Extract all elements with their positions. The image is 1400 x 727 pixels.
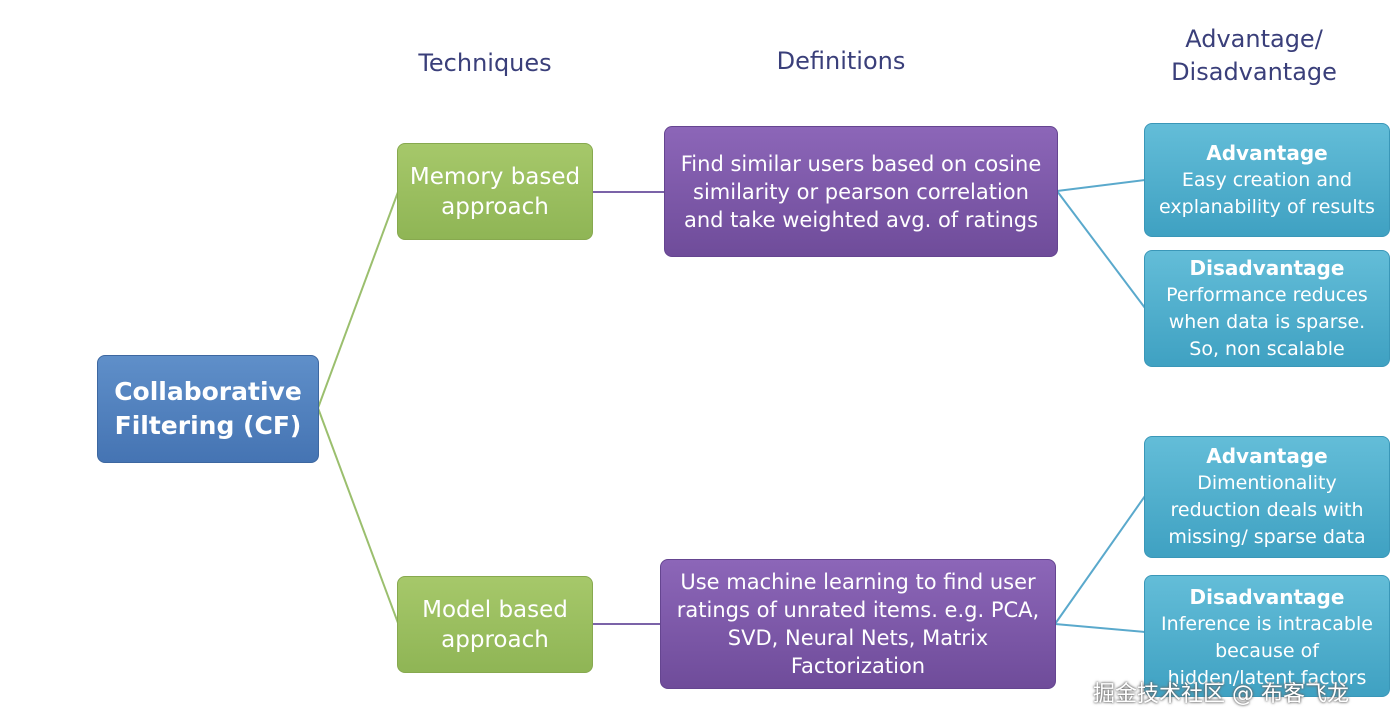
memory-disadvantage-title: Disadvantage [1189,255,1345,280]
definition-memory-based: Find similar users based on cosine simil… [664,126,1058,257]
definition-memory-line: Find similar users based on cosine [680,151,1042,176]
root-label-line2: Filtering (CF) [114,411,302,440]
header-definitions: Definitions [776,47,906,75]
memory-disadvantage-line: when data is sparse. [1168,310,1366,333]
definition-model-line: ratings of unrated items. e.g. PCA, [676,598,1040,622]
definition-memory-line: and take weighted avg. of ratings [683,207,1039,232]
root-label-line1: Collaborative [114,377,302,406]
link-memdef-disadv [1056,190,1146,309]
model-disadvantage-line: hidden/latent factors [1167,667,1367,689]
link-memdef-adv [1056,179,1146,192]
model-advantage-title: Advantage [1206,444,1328,468]
technique-model-line2: approach [441,626,549,653]
definition-model-line: Factorization [790,654,926,678]
memory-disadvantage-box: Disadvantage Performance reduces when da… [1144,250,1390,367]
model-disadvantage-title: Disadvantage [1189,585,1345,609]
model-disadvantage-box: Disadvantage Inference is intracable bec… [1144,575,1390,697]
model-disadvantage-line: Inference is intracable [1161,613,1373,635]
model-disadvantage-line: because of [1215,640,1319,662]
definition-model-based: Use machine learning to find user rating… [660,559,1056,689]
watermark-text: 掘金技术社区 @ 布客飞龙 [1093,682,1349,707]
header-techniques: Techniques [418,49,552,77]
link-root-model [317,407,399,624]
technique-memory-based: Memory based approach [397,143,593,240]
technique-model-based: Model based approach [397,576,593,673]
memory-advantage-box: Advantage Easy creation and explanabilit… [1144,123,1390,237]
model-advantage-line: missing/ sparse data [1168,526,1366,548]
definition-memory-line: similarity or pearson correlation [693,179,1029,204]
link-moddef-disadv [1054,623,1146,633]
model-advantage-line: reduction deals with [1170,499,1364,521]
header-advantage-disadvantage: Advantage/ Disadvantage [1171,25,1337,86]
memory-advantage-title: Advantage [1206,140,1328,165]
definition-model-line: SVD, Neural Nets, Matrix [727,626,989,650]
memory-advantage-line: Easy creation and [1181,168,1353,191]
memory-disadvantage-line: So, non scalable [1189,337,1345,360]
definition-model-line: Use machine learning to find user [680,570,1036,594]
link-moddef-adv [1054,495,1146,625]
model-advantage-line: Dimentionality [1197,472,1337,494]
technique-memory-line2: approach [441,193,549,220]
memory-advantage-line: explanability of results [1159,195,1375,218]
technique-memory-line1: Memory based [409,163,581,190]
technique-model-line1: Model based [422,596,568,623]
memory-disadvantage-line: Performance reduces [1166,283,1368,306]
link-root-memory [317,191,399,409]
root-node-collaborative-filtering: Collaborative Filtering (CF) [97,355,319,463]
model-advantage-box: Advantage Dimentionality reduction deals… [1144,436,1390,558]
